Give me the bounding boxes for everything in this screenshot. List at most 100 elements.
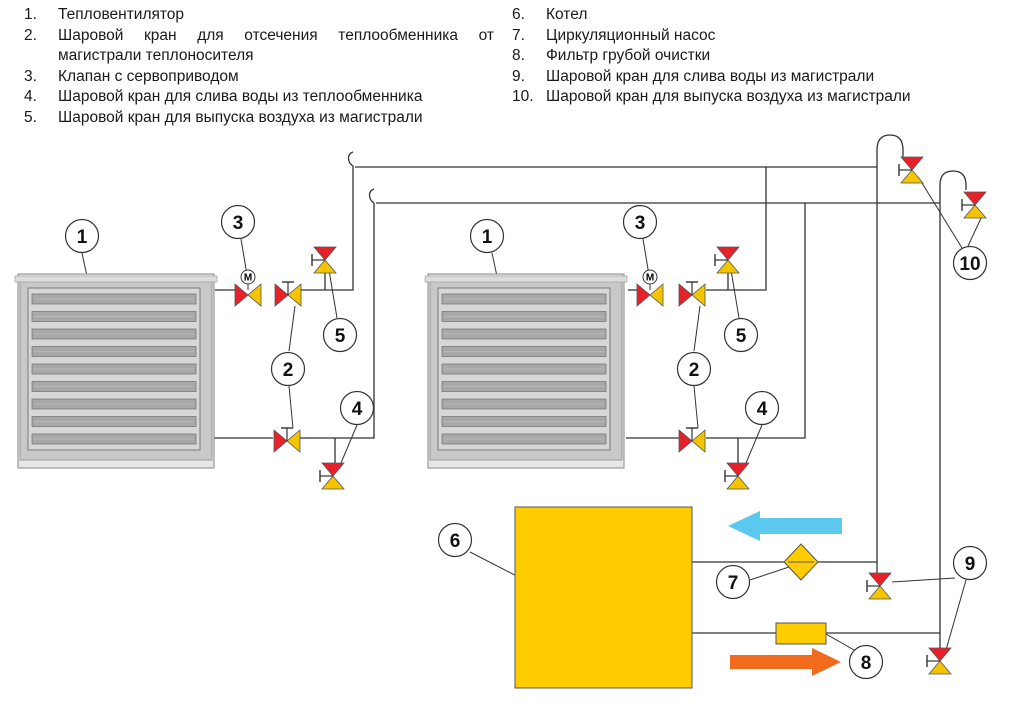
boiler-icon — [514, 506, 693, 689]
callout-leader — [921, 182, 963, 249]
callout-number: 1 — [482, 227, 493, 248]
callout-leader — [945, 579, 967, 651]
callout-leader — [642, 238, 650, 276]
servo-label: M — [646, 273, 654, 284]
callout-circle — [622, 204, 658, 240]
callout-leader — [693, 385, 699, 429]
ball-valve-icon — [274, 281, 302, 307]
callout-number: 8 — [861, 653, 872, 674]
callout-circle — [469, 218, 505, 254]
legend-item-5: 5.Шаровой кран для выпуска воздуха из ма… — [24, 108, 423, 126]
callout-circle — [723, 317, 759, 353]
pipe-vent-loop-1 — [876, 134, 904, 167]
valve-half — [678, 429, 693, 453]
valve-half — [963, 191, 987, 206]
callout-3b: 3 — [622, 204, 658, 240]
servo-circle — [240, 269, 256, 285]
ball-valve-icon — [898, 156, 924, 184]
valve-half — [716, 246, 740, 261]
callout-leader — [328, 269, 338, 319]
callout-number: 4 — [757, 399, 768, 420]
callout-number: 9 — [965, 554, 976, 575]
heater-fan-icon — [14, 273, 218, 469]
valve-half — [286, 429, 301, 453]
valve-half — [963, 204, 987, 219]
callout-leader — [730, 269, 740, 319]
valve-half — [649, 283, 664, 307]
callout-leader — [288, 305, 296, 352]
callout-number: 6 — [450, 531, 461, 552]
flow-arrow-icon — [730, 648, 841, 676]
callout-leader — [825, 633, 855, 651]
callout-number: 1 — [77, 227, 88, 248]
valve-half — [928, 660, 952, 675]
legend-item-7: 7.Циркуляционный насос — [512, 26, 716, 44]
callout-number: 5 — [736, 326, 747, 347]
callout-circle — [220, 204, 256, 240]
callout-circle — [952, 545, 988, 581]
callout-circle — [676, 351, 712, 387]
legend-item-3: 3.Клапан с сервоприводом — [24, 67, 239, 85]
ball-valve-icon — [319, 462, 345, 490]
servo-circle — [642, 269, 658, 285]
servo-motor-icon: M — [642, 269, 658, 290]
callout-circle — [437, 522, 473, 558]
callout-leader — [288, 385, 294, 429]
heater-fan-icon — [424, 273, 628, 469]
valve-half — [868, 585, 892, 600]
valve-half — [321, 475, 345, 490]
callout-4b: 4 — [744, 390, 780, 426]
callout-3a: 3 — [220, 204, 256, 240]
pipe-hop — [347, 151, 354, 167]
valve-half — [716, 259, 740, 274]
callout-8: 8 — [848, 644, 884, 680]
callout-4a: 4 — [339, 390, 375, 426]
ball-valve-icon — [311, 246, 337, 274]
filter-icon — [775, 622, 827, 645]
legend-item-1: 1.Тепловентилятор — [24, 6, 185, 23]
callout-circle — [848, 644, 884, 680]
callout-leader — [240, 238, 248, 276]
legend-item-9: 9.Шаровой кран для слива воды из магистр… — [512, 67, 875, 85]
valve-half — [726, 475, 750, 490]
callout-10: 10 — [952, 245, 988, 281]
servo-label: M — [244, 273, 252, 284]
callout-5a: 5 — [322, 317, 358, 353]
callout-circle — [339, 390, 375, 426]
callout-leader — [693, 305, 701, 352]
callout-1a: 1 — [64, 218, 100, 254]
callout-circle — [270, 351, 306, 387]
callout-number: 10 — [959, 254, 980, 275]
legend-item-6: 6.Котел — [512, 6, 588, 23]
callout-number: 2 — [283, 360, 294, 381]
callout-1b: 1 — [469, 218, 505, 254]
valve-half — [678, 283, 693, 307]
callout-2b: 2 — [676, 351, 712, 387]
ball-valve-icon — [961, 191, 987, 219]
valve-half — [287, 283, 302, 307]
pipework — [214, 134, 967, 648]
legend-left: 1.Тепловентилятор 2.Шаровой кран для отс… — [24, 5, 494, 128]
pipe-h2-return-up — [706, 203, 806, 439]
ball-valve-icon — [866, 572, 892, 600]
valve-half — [274, 283, 289, 307]
callout-circle — [952, 245, 988, 281]
callout-leader — [340, 424, 358, 464]
callout-leader — [891, 577, 956, 583]
pipe-h1-return-up — [300, 203, 375, 439]
flow-arrow-icon — [728, 511, 842, 541]
valve-half — [868, 572, 892, 587]
pipe-h1-supply-up — [300, 166, 354, 291]
servo-motor-icon: M — [240, 269, 256, 290]
callout-leader — [749, 565, 793, 581]
valve-half — [247, 283, 262, 307]
legend-item-10: 10.Шаровой кран для выпуска воздуха из м… — [512, 88, 911, 105]
callout-leaders — [81, 182, 983, 651]
callout-number: 3 — [233, 213, 244, 234]
legend-item-8: 8.Фильтр грубой очистки — [512, 47, 711, 64]
heater-top-rim — [424, 275, 628, 283]
valve-half — [313, 246, 337, 261]
